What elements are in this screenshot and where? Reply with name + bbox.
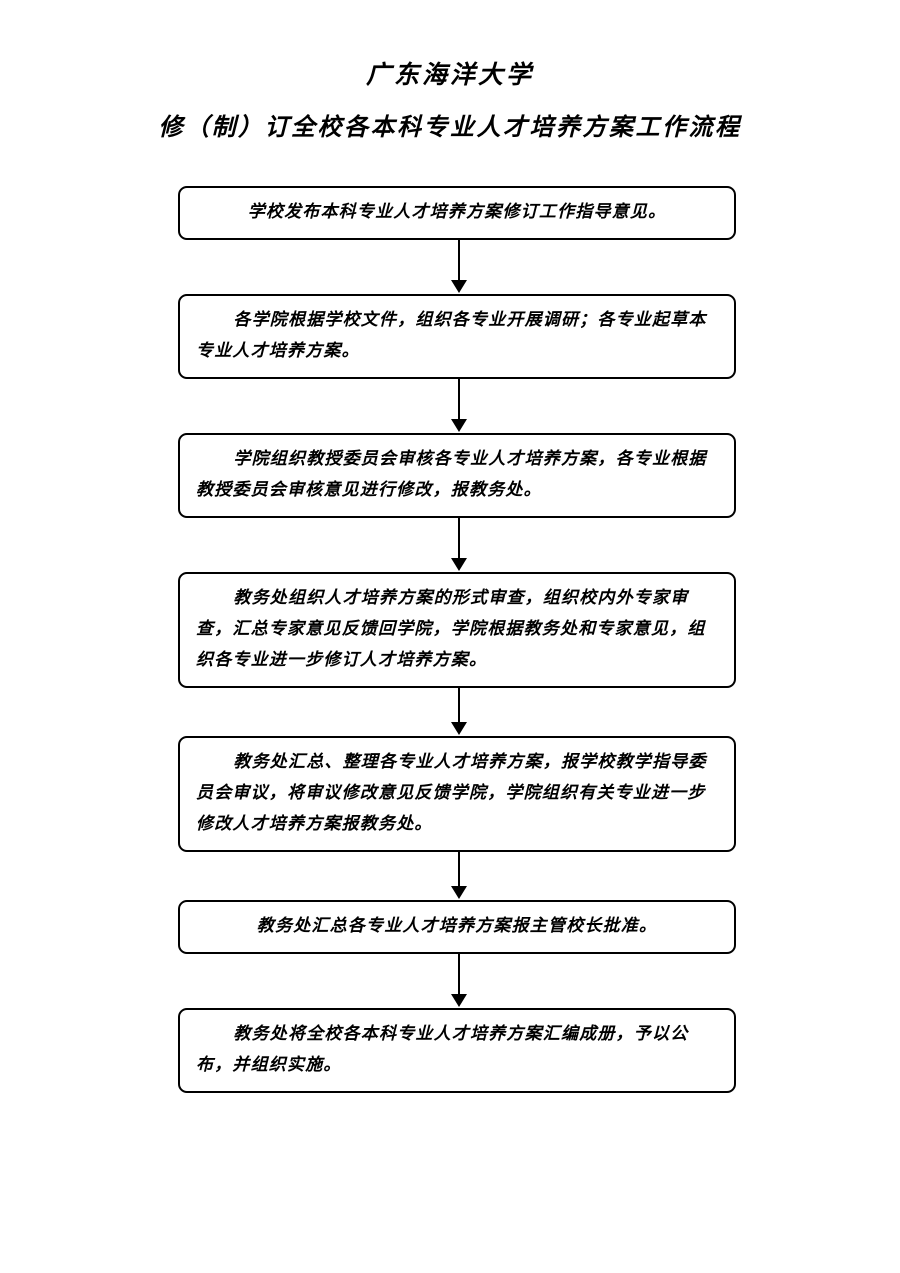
flow-arrow-2-to-3 [178,379,736,433]
down-arrow-icon [451,886,467,899]
flow-node-text: 教务处组织人才培养方案的形式审查，组织校内外专家审查，汇总专家意见反馈回学院，学… [196,588,706,670]
flow-node-text: 教务处将全校各本科专业人才培养方案汇编成册，予以公布，并组织实施。 [196,1024,689,1075]
flow-node-step-6: 教务处汇总各专业人才培养方案报主管校长批准。 [178,900,736,954]
flow-node-text: 学校发布本科专业人才培养方案修订工作指导意见。 [247,202,667,222]
down-arrow-icon [451,558,467,571]
flow-arrow-1-to-2 [178,240,736,294]
process-flowchart: 学校发布本科专业人才培养方案修订工作指导意见。 各学院根据学校文件，组织各专业开… [178,186,736,1093]
flow-node-step-2: 各学院根据学校文件，组织各专业开展调研；各专业起草本专业人才培养方案。 [178,294,736,379]
down-arrow-icon [451,419,467,432]
down-arrow-icon [451,280,467,293]
arrow-line-icon [458,240,460,282]
arrow-line-icon [458,688,460,724]
flow-node-step-7: 教务处将全校各本科专业人才培养方案汇编成册，予以公布，并组织实施。 [178,1008,736,1093]
flow-node-text: 教务处汇总、整理各专业人才培养方案，报学校教学指导委员会审议，将审议修改意见反馈… [196,752,707,834]
title-block: 广东海洋大学 修（制）订全校各本科专业人才培养方案工作流程 [0,58,900,144]
arrow-line-icon [458,852,460,888]
flow-arrow-4-to-5 [178,688,736,736]
down-arrow-icon [451,722,467,735]
flow-node-step-1: 学校发布本科专业人才培养方案修订工作指导意见。 [178,186,736,240]
flow-node-text: 各学院根据学校文件，组织各专业开展调研；各专业起草本专业人才培养方案。 [196,310,707,361]
flow-arrow-5-to-6 [178,852,736,900]
arrow-line-icon [458,379,460,421]
flowchart-title: 修（制）订全校各本科专业人才培养方案工作流程 [158,112,742,141]
flow-node-step-4: 教务处组织人才培养方案的形式审查，组织校内外专家审查，汇总专家意见反馈回学院，学… [178,572,736,688]
flow-node-step-5: 教务处汇总、整理各专业人才培养方案，报学校教学指导委员会审议，将审议修改意见反馈… [178,736,736,852]
flow-node-text: 学院组织教授委员会审核各专业人才培养方案，各专业根据教授委员会审核意见进行修改，… [196,449,707,500]
flow-node-step-3: 学院组织教授委员会审核各专业人才培养方案，各专业根据教授委员会审核意见进行修改，… [178,433,736,518]
flow-node-text: 教务处汇总各专业人才培养方案报主管校长批准。 [256,916,658,936]
flow-arrow-6-to-7 [178,954,736,1008]
down-arrow-icon [451,994,467,1007]
arrow-line-icon [458,954,460,996]
arrow-line-icon [458,518,460,560]
flow-arrow-3-to-4 [178,518,736,572]
organization-title: 广东海洋大学 [365,60,534,89]
